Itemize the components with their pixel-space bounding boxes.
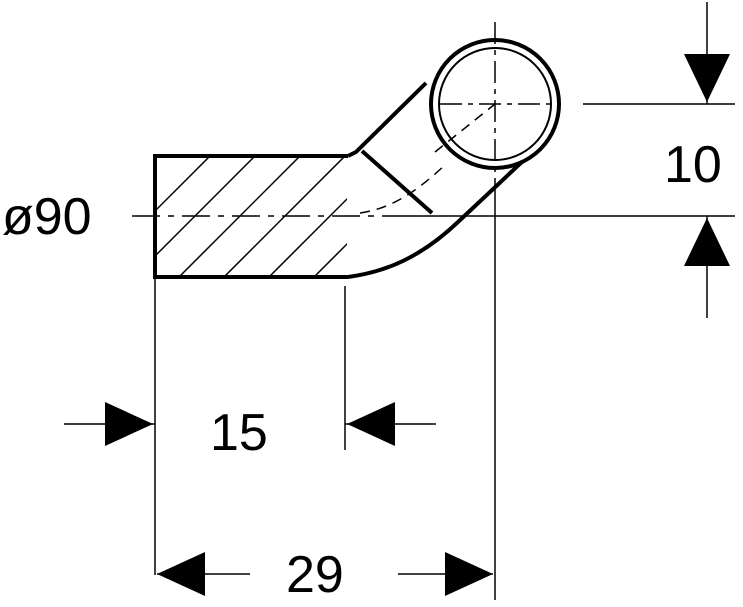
branch-lower-edge bbox=[456, 158, 526, 224]
elbow-joint-line bbox=[360, 149, 434, 215]
dimension-inner-length bbox=[64, 277, 436, 575]
elbow-top-edge bbox=[347, 81, 428, 158]
diameter-label: ø90 bbox=[2, 188, 92, 246]
hidden-line bbox=[359, 164, 446, 214]
dimension-total-length bbox=[157, 180, 496, 600]
dimension-offset bbox=[390, 2, 735, 318]
inner-length-label: 15 bbox=[210, 404, 268, 462]
offset-dimension-label: 10 bbox=[664, 136, 722, 194]
hidden-line bbox=[434, 103, 496, 153]
elbow-outer-curve bbox=[347, 220, 460, 279]
total-length-label: 29 bbox=[286, 546, 344, 604]
